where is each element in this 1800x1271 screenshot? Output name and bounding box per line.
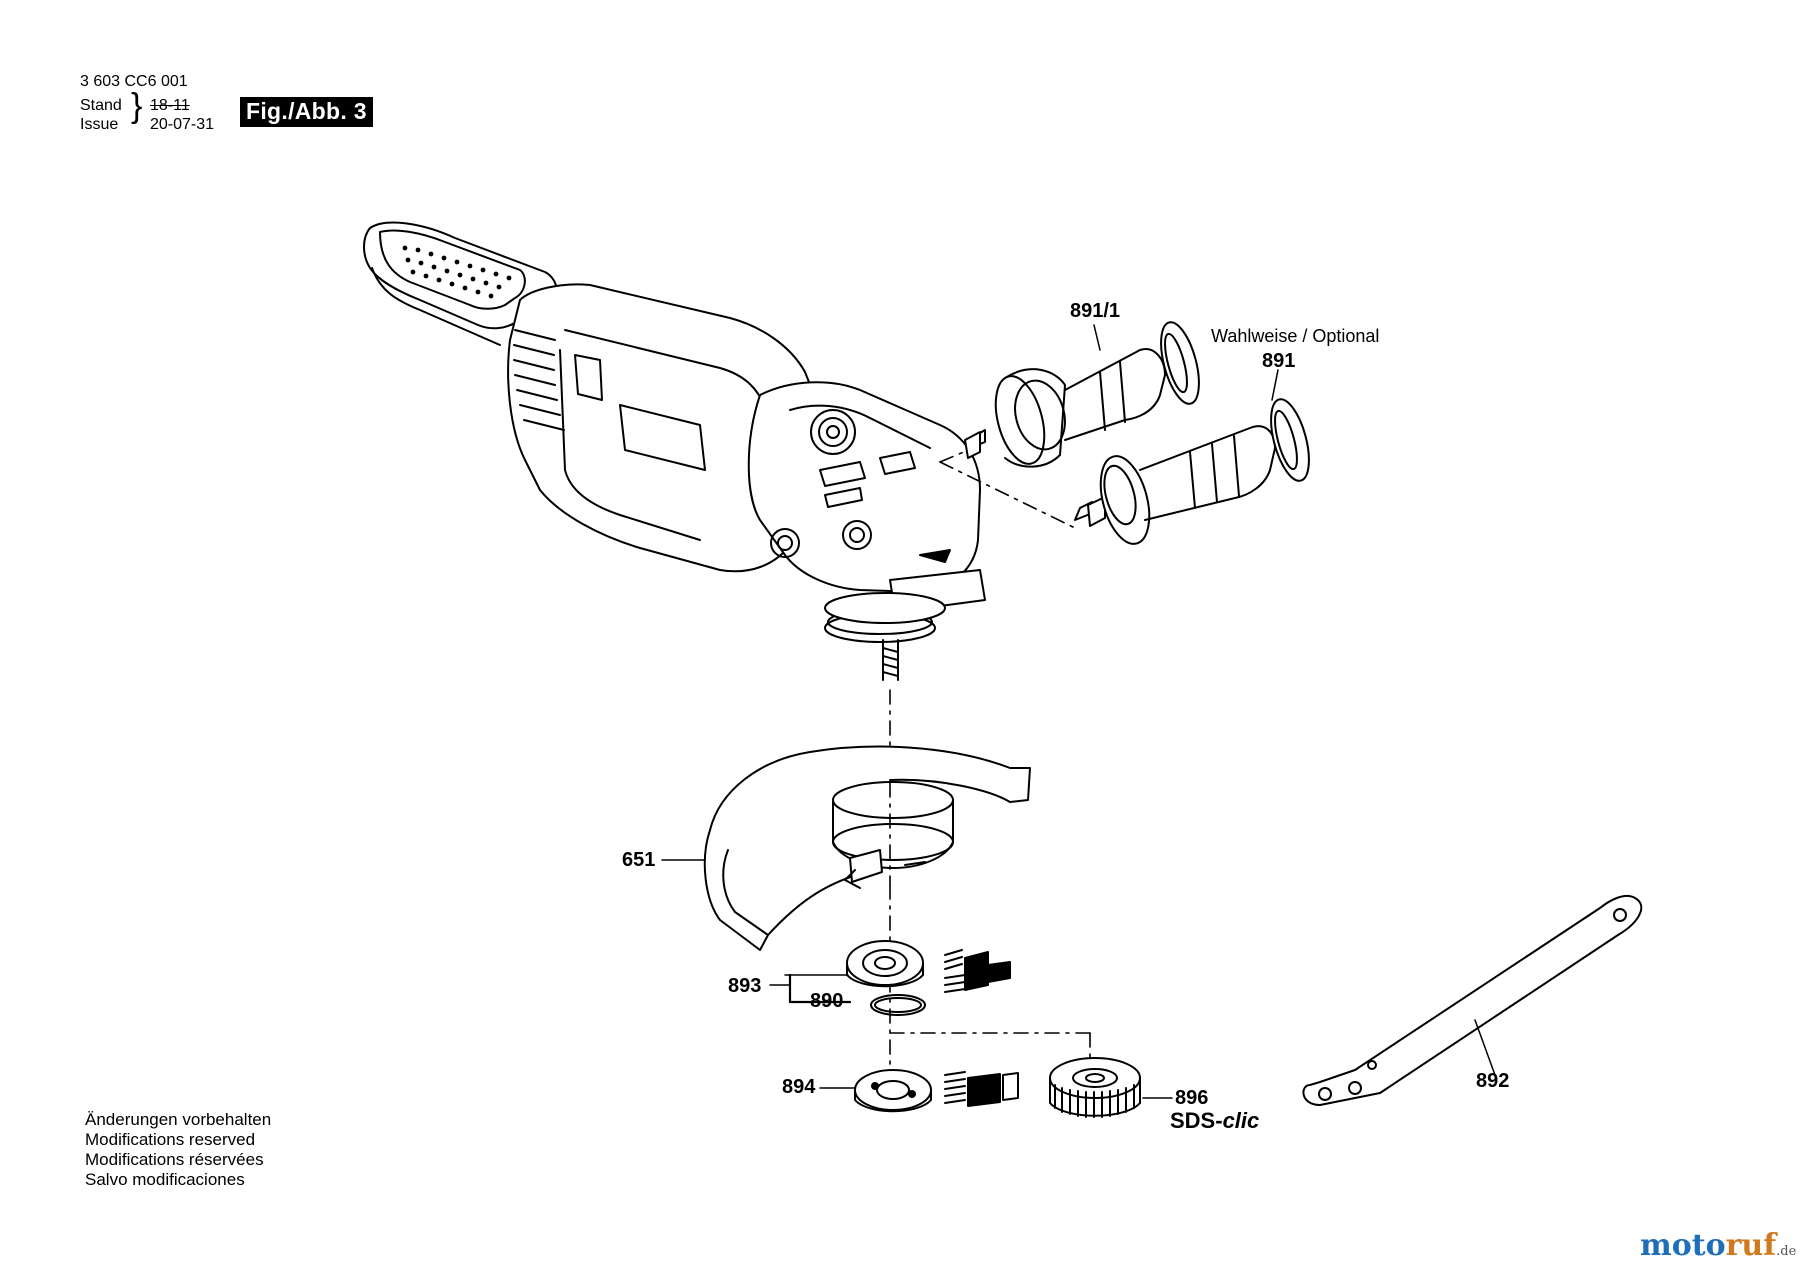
- issue-label: Issue: [80, 116, 119, 133]
- quick-nut-896: [1049, 1057, 1141, 1118]
- vent-slots: [513, 329, 565, 431]
- callout-892: 892: [1476, 1070, 1510, 1092]
- callout-651: 651: [622, 849, 656, 871]
- stand-label: Stand: [80, 97, 122, 114]
- callout-leader-lines: [661, 324, 1496, 1099]
- side-handle-891: [1074, 398, 1310, 545]
- issue-date: 20-07-31: [150, 116, 215, 133]
- angle-grinder-body: [363, 221, 986, 681]
- watermark-logo: motoruf.de: [1640, 1228, 1796, 1263]
- callout-891-1: 891/1: [1070, 300, 1121, 322]
- modifications-notes: Änderungen vorbehalten Modifications res…: [85, 1110, 271, 1190]
- clamping-nut-894: [854, 1069, 932, 1113]
- note-french: Modifications réservées: [85, 1150, 264, 1169]
- sds-prefix: SDS-: [1170, 1108, 1223, 1133]
- note-spanish: Salvo modificaciones: [85, 1170, 245, 1189]
- callout-894: 894: [782, 1076, 816, 1098]
- brace-symbol: }: [131, 87, 143, 125]
- flange-symbol-893: [944, 949, 1011, 993]
- watermark-part-1: moto: [1640, 1228, 1726, 1263]
- watermark-tld: .de: [1776, 1244, 1797, 1259]
- nut-symbol-894: [944, 1071, 1019, 1107]
- watermark-part-2: ruf: [1725, 1228, 1777, 1263]
- sds-suffix: clic: [1222, 1108, 1260, 1133]
- optional-note: Wahlweise / Optional: [1211, 326, 1380, 346]
- note-english: Modifications reserved: [85, 1130, 256, 1149]
- sds-clic-label: SDS-clic: [1170, 1108, 1259, 1134]
- wheel-guard-651: [703, 745, 1031, 951]
- callout-896: 896: [1175, 1087, 1209, 1109]
- flange-893: [846, 940, 924, 988]
- callout-893: 893: [728, 975, 762, 997]
- callout-890: 890: [810, 990, 844, 1012]
- figure-label: Fig./Abb. 3: [240, 97, 373, 127]
- side-handle-891-1: [964, 321, 1200, 468]
- callout-891: 891: [1262, 350, 1296, 372]
- document-number: 3 603 CC6 001: [80, 73, 188, 90]
- note-german: Änderungen vorbehalten: [85, 1110, 272, 1129]
- old-date: 18-11: [150, 97, 190, 114]
- two-pin-spanner-892: [1302, 894, 1643, 1106]
- grip-texture: [402, 245, 512, 299]
- o-ring-890: [870, 994, 926, 1016]
